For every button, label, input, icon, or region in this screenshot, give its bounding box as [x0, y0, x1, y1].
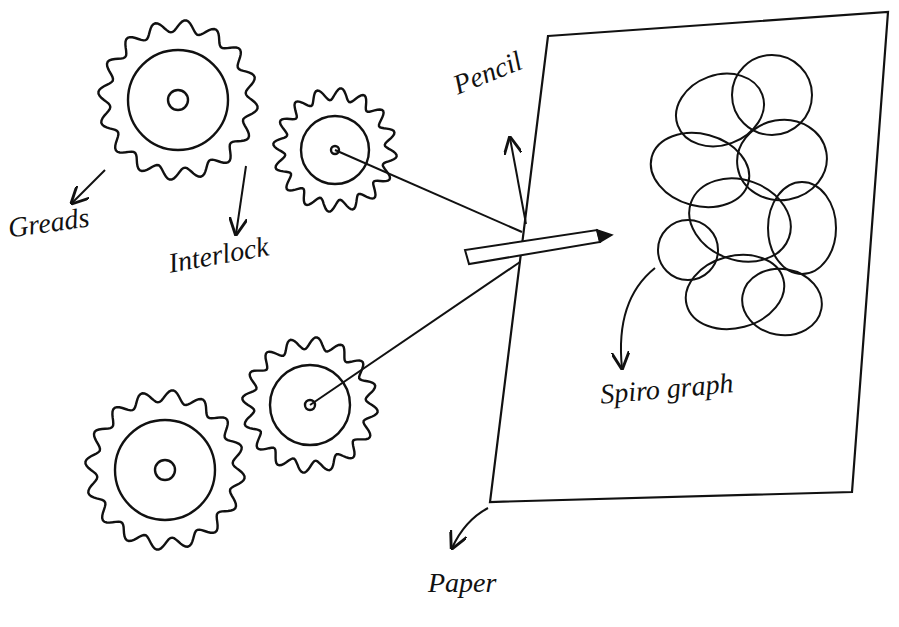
spiro-loop: [658, 220, 718, 280]
spiro-loop: [731, 113, 834, 207]
pointer-arrow: [452, 508, 488, 548]
gear-hole: [168, 90, 188, 110]
gear-outline: [86, 391, 245, 550]
link-line: [310, 262, 520, 405]
part-label: Interlock: [166, 231, 271, 279]
part-label: Paper: [428, 568, 496, 599]
link-line: [335, 150, 522, 232]
part-label: Spiro graph: [599, 368, 735, 410]
spiro-loop: [768, 182, 836, 274]
part-label: Pencil: [449, 46, 527, 101]
pencil: [465, 230, 600, 264]
pointer-arrow: [236, 166, 246, 234]
gear-ring: [128, 50, 228, 150]
pointer-arrow: [72, 170, 105, 203]
spiro-loop: [642, 122, 757, 217]
gear-ring: [115, 420, 215, 520]
spiro-loop: [737, 263, 827, 342]
pencil-tip: [597, 230, 612, 242]
spiro-loop: [677, 244, 792, 339]
pointer-arrow: [621, 268, 655, 368]
gear-outline: [99, 21, 258, 180]
spiro-loop: [677, 165, 802, 276]
pointer-arrow: [510, 138, 526, 224]
spirograph-loops: [642, 55, 836, 341]
part-label: Greads: [6, 202, 91, 244]
paper-sheet: [490, 12, 888, 502]
spiro-loop: [666, 62, 775, 159]
gear-hole: [155, 460, 175, 480]
